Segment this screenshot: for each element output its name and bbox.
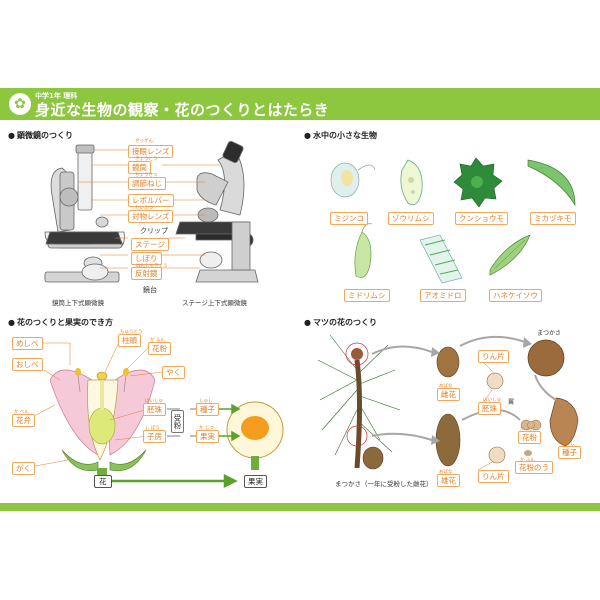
flower-label-ovary-ruby: し ぼう [145, 426, 160, 431]
fruit-result-box: 果実 [244, 475, 267, 488]
flower-label-pistil: めしべ [12, 337, 43, 350]
spirogyra-icon [419, 234, 463, 284]
organism-spirogyra: アオミドロ [420, 289, 466, 302]
organism-navicula: ハネケイソウ [489, 289, 542, 302]
page-title: 身近な生物の観察・花のつくりとはたらき [35, 101, 330, 119]
flower-label-ovary: 子房 [143, 430, 166, 443]
pine-female-ruby: めばな [439, 384, 453, 389]
navicula-icon [489, 234, 531, 276]
organism-closterium: ミカヅキモ [530, 212, 576, 225]
part-objective-lens: 対物レンズ [128, 210, 174, 223]
flower-label-anther: やく [162, 366, 185, 379]
pine-pollen-sac-ruby: か ふん [520, 457, 535, 463]
microscope-heading: 顕微鏡のつくり [8, 130, 73, 141]
flower-heading: 花のつくりと果実のでき方 [8, 317, 113, 328]
pine-seed: 種子 [558, 446, 581, 459]
pine-pollen-ruby: か ふん [520, 427, 535, 432]
part-1-ruby: せっがん [135, 139, 153, 144]
organism-paramecium: ゾウリムシ [388, 212, 434, 225]
part-stage: ステージ [131, 238, 169, 251]
part-mirror: 反射鏡 [131, 267, 162, 280]
flower-label-petal: 花弁 [12, 414, 35, 427]
part-8-ruby: はんしゃきょう [136, 263, 168, 269]
part-3-ruby: ちょうせつ [135, 173, 158, 178]
flower-label-stigma: 柱頭 [118, 334, 141, 347]
flower-box: 花 [94, 475, 112, 488]
closterium-icon [527, 159, 576, 207]
pine-scale-top: りん片 [478, 350, 509, 363]
part-5-ruby: たいぶつ [135, 206, 153, 211]
pine-scale-bottom: りん片 [478, 470, 509, 483]
pine-seed-ruby: しゅし [561, 442, 575, 447]
flower-label-pollen-ruby: か ふん [150, 338, 165, 343]
flower-label-pollen: 花粉 [148, 342, 171, 355]
euglena-icon [354, 223, 373, 278]
daphnia-icon [330, 162, 376, 198]
flower-label-ovule-ruby: はいしゅ [145, 399, 163, 404]
subject-label: 中学1年 理科 [35, 92, 78, 100]
flower-label-stigma-ruby: ちゅうとう [120, 330, 143, 335]
part-tube: 鏡筒 [128, 161, 151, 174]
flower-label-seed-ruby: しゅし [199, 399, 213, 404]
base-label: 鏡台 [143, 286, 157, 294]
pollination-box: 受粉 [171, 410, 184, 433]
part-diaphragm: しぼり [131, 252, 162, 265]
flower-label-ovule: 胚珠 [143, 403, 166, 416]
pine-ovule: 胚珠 [478, 402, 501, 415]
header-bar: ✿ 中学1年 理科 身近な生物の観察・花のつくりとはたらき [0, 88, 600, 120]
pine-ovule-ruby: はいしゅ [483, 398, 501, 403]
paramecium-icon [400, 159, 423, 206]
part-ocular-lens: 接眼レンズ [128, 145, 174, 158]
pine-caption: まつかさ（一年に受粉した雌花） [335, 480, 433, 488]
footer-bar [0, 503, 600, 511]
pine-heading: マツの花のつくり [304, 317, 377, 328]
caption-tube-microscope: 鏡筒上下式顕微鏡 [52, 299, 104, 307]
part-adjust-screw: 調節ねじ [128, 177, 166, 190]
flower-label-fruit-ruby: か じつ [199, 426, 214, 431]
part-revolver: レボルバー [128, 194, 174, 207]
flower-label-stamen: おしべ [12, 358, 43, 371]
pine-female-flower: 雌花 [437, 388, 460, 401]
pine-cone-label: まつかさ [537, 330, 562, 337]
flower-label-sepal: がく [12, 462, 35, 475]
pine-male-flower: 雄花 [437, 474, 460, 487]
pine-wing-label: 翼 [508, 399, 515, 406]
caption-stage-microscope: ステージ上下式顕微鏡 [182, 299, 247, 307]
flower-label-fruit: 果実 [196, 430, 219, 443]
pine-pollen: 花粉 [518, 431, 541, 444]
organism-euglena: ミドリムシ [344, 289, 390, 302]
organism-pediastrum: クンショウモ [455, 212, 508, 225]
pine-male-ruby: おばな [439, 470, 453, 475]
flower-label-petal-ruby: か べん [14, 410, 29, 415]
pediastrum-icon [453, 157, 503, 208]
clip-label: クリップ [140, 227, 168, 235]
flower-label-seed: 種子 [196, 403, 219, 416]
pine-pollen-sac: 花粉のう [515, 461, 553, 474]
part-2-ruby: きょうとう [135, 157, 158, 162]
water-heading: 水中の小さな生物 [304, 130, 377, 141]
flower-icon: ✿ [9, 93, 31, 115]
organism-daphnia: ミジンコ [330, 212, 368, 225]
